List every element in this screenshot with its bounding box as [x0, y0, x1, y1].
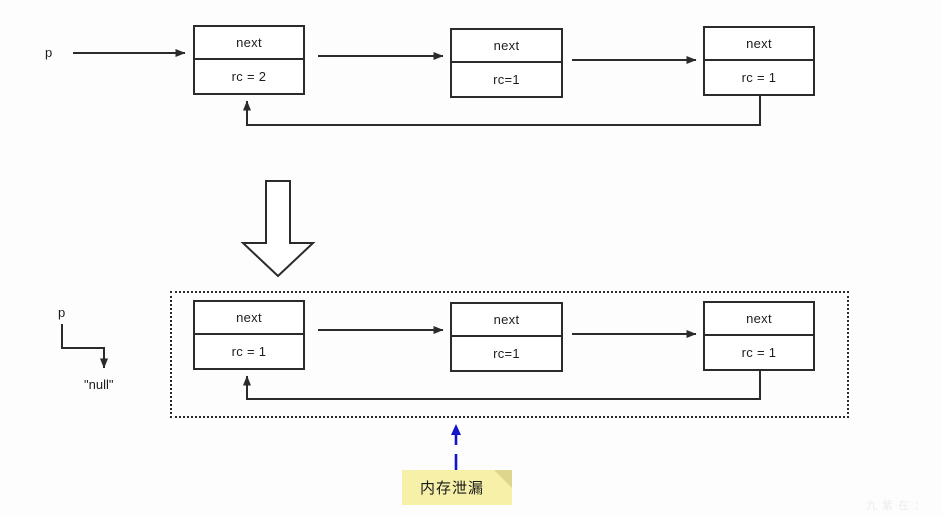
node-rc-cell: rc = 1: [231, 344, 267, 359]
null-label: "null": [84, 377, 114, 392]
arrow-p-to-null-bottom: [61, 324, 108, 369]
node-next-cell: next: [195, 302, 303, 335]
node-next-cell: next: [705, 303, 813, 336]
node-next-cell: next: [705, 28, 813, 61]
memory-leak-note[interactable]: 内存泄漏: [402, 470, 512, 505]
watermark-text: 九 紫 在 ：: [866, 500, 927, 512]
list-node-bottom-3[interactable]: next rc = 1: [703, 301, 815, 371]
node-rc-cell: rc = 1: [741, 345, 777, 360]
node-rc-cell: rc=1: [493, 346, 520, 361]
list-node-top-3[interactable]: next rc = 1: [703, 26, 815, 96]
arrow-cycle-back-top: [243, 96, 761, 126]
list-node-bottom-1[interactable]: next rc = 1: [193, 300, 305, 370]
node-next-cell: next: [452, 304, 561, 337]
node-next-cell: next: [195, 27, 303, 60]
pointer-label-top: p: [45, 45, 53, 60]
node-next-cell: next: [452, 30, 561, 63]
list-node-bottom-2[interactable]: next rc=1: [450, 302, 563, 372]
list-node-top-2[interactable]: next rc=1: [450, 28, 563, 98]
leaked-memory-region: [170, 291, 849, 418]
node-rc-cell: rc=1: [493, 72, 520, 87]
transition-down-arrow: [240, 180, 316, 278]
note-fold-corner-icon: [494, 470, 512, 488]
node-rc-cell: rc = 1: [741, 70, 777, 85]
list-node-top-1[interactable]: next rc = 2: [193, 25, 305, 95]
arrow-cycle-back-bottom: [243, 371, 761, 400]
pointer-label-bottom: p: [58, 305, 66, 320]
memory-leak-note-text: 内存泄漏: [419, 479, 484, 497]
node-rc-cell: rc = 2: [231, 69, 267, 84]
